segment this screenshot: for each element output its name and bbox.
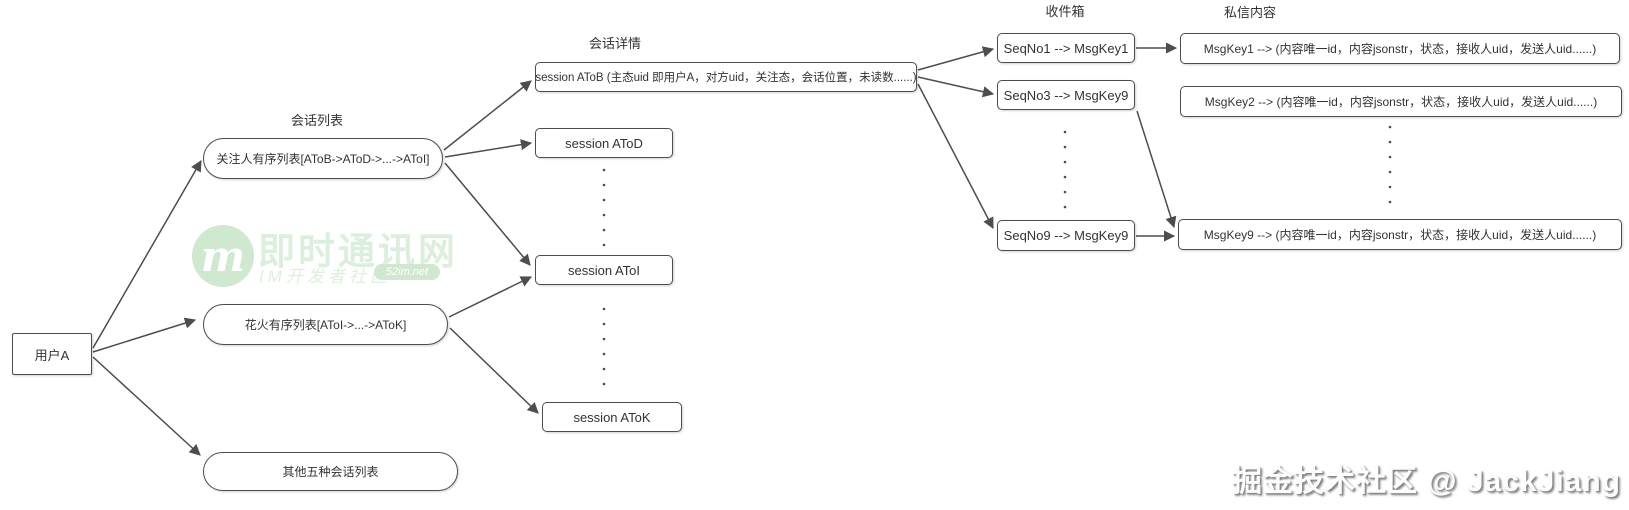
- connector-follow-to-atoi: [444, 162, 531, 266]
- node-follow-list: 关注人有序列表[AToB->AToD->...->AToI]: [203, 138, 443, 179]
- credit-watermark: 掘金技术社区 @ JackJiang: [1231, 465, 1621, 498]
- connector-user-to-follow-list: [92, 160, 202, 349]
- node-seqno9: SeqNo9 --> MsgKey9: [997, 220, 1135, 251]
- node-other-lists: 其他五种会话列表: [203, 452, 458, 491]
- node-session-atok: session AToK: [542, 402, 682, 432]
- connector-follow-to-atod: [444, 139, 533, 158]
- column-label-inbox: 收件箱: [1045, 4, 1085, 19]
- node-session-atob: session AToB (主态uid 即用户A，对方uid，关注态，会话位置，…: [535, 62, 917, 92]
- node-seqno3: SeqNo3 --> MsgKey9: [997, 80, 1135, 110]
- connector-follow-to-atob: [443, 80, 532, 151]
- node-spark-list: 花火有序列表[AToI->...->AToK]: [203, 304, 448, 345]
- connector-seqno3-to-msgkey9: [1136, 110, 1177, 229]
- node-msgkey1: MsgKey1 --> (内容唯一id，内容jsonstr，状态，接收人uid，…: [1180, 33, 1620, 64]
- node-session-atoi: session AToI: [535, 255, 673, 285]
- connector-user-to-other-lists: [92, 356, 201, 456]
- column-label-session-lists: 会话列表: [290, 113, 344, 128]
- connector-atob-to-seqno3: [917, 76, 995, 98]
- connector-atob-to-seqno1: [917, 46, 995, 71]
- connector-spark-to-atok: [449, 327, 539, 414]
- watermark-logo-icon: m: [192, 225, 254, 287]
- node-seqno1: SeqNo1 --> MsgKey1: [997, 33, 1135, 63]
- connector-user-to-spark-list: [92, 317, 197, 353]
- watermark-subtitle: IM开发者社区: [259, 267, 391, 286]
- connector-spark-to-atoi: [448, 276, 533, 318]
- node-msgkey2: MsgKey2 --> (内容唯一id，内容jsonstr，状态，接收人uid，…: [1180, 86, 1622, 117]
- node-session-atod: session AToD: [535, 128, 673, 158]
- column-label-messages: 私信内容: [1223, 5, 1277, 20]
- watermark-title: 即时通讯网: [258, 231, 458, 272]
- column-label-session-details: 会话详情: [588, 36, 642, 51]
- watermark-badge: 52im.net: [374, 264, 440, 280]
- connector-atob-to-seqno9: [917, 83, 994, 229]
- node-msgkey9: MsgKey9 --> (内容唯一id，内容jsonstr，状态，接收人uid，…: [1178, 219, 1622, 250]
- node-user-a: 用户A: [12, 333, 92, 375]
